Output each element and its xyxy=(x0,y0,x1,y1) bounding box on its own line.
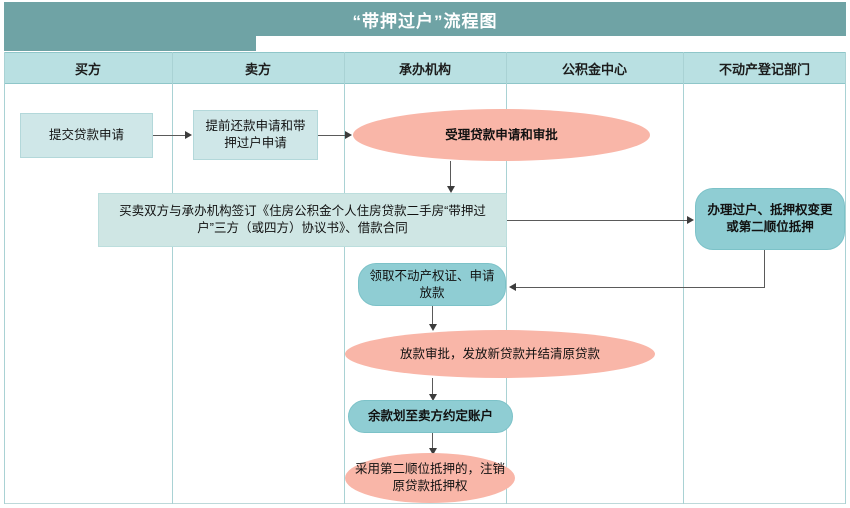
swimlane-header-row: 买方 卖方 承办机构 公积金中心 不动产登记部门 xyxy=(4,52,846,84)
swimlane-left-edge xyxy=(4,52,5,504)
arrowhead-sign-to-registration xyxy=(687,216,694,224)
title-banner-tail xyxy=(4,36,256,51)
connector-registration-down xyxy=(764,250,765,287)
connector-disburse-to-remit xyxy=(432,378,433,397)
connector-accept-to-sign xyxy=(450,161,451,189)
node-prepay-and-transfer[interactable]: 提前还款申请和带押过户申请 xyxy=(193,110,318,160)
arrowhead-collect-to-disburse xyxy=(429,324,437,331)
lane-header-buyer: 买方 xyxy=(74,61,101,77)
connector-collect-to-disburse xyxy=(432,306,433,327)
arrowhead-accept-to-sign xyxy=(447,186,455,193)
node-sign-agreement[interactable]: 买卖双方与承办机构签订《住房公积金个人住房贷款二手房“带押过户”三方（或四方）协… xyxy=(98,193,507,247)
swimlane-divider-2 xyxy=(344,52,345,504)
swimlane-divider-1 xyxy=(172,52,173,504)
arrowhead-registration-to-collect xyxy=(509,283,516,291)
title-banner: “带押过户”流程图 xyxy=(4,2,846,36)
connector-prepay-to-accept xyxy=(318,135,345,136)
swimlane-right-edge xyxy=(845,52,846,504)
arrowhead-prepay-to-accept xyxy=(345,131,352,139)
lane-header-registry: 不动产登记部门 xyxy=(718,61,810,77)
swimlane-body xyxy=(4,84,846,504)
node-disburse-approval[interactable]: 放款审批，发放新贷款并结清原贷款 xyxy=(345,330,655,378)
node-loan-application[interactable]: 提交贷款申请 xyxy=(20,113,153,158)
node-collect-certificate[interactable]: 领取不动产权证、申请放款 xyxy=(358,263,506,306)
arrowhead-remit-to-cancel xyxy=(429,448,437,455)
connector-sign-to-registration xyxy=(507,220,687,221)
node-accept-and-approve[interactable]: 受理贷款申请和审批 xyxy=(353,109,650,161)
connector-registration-to-collect xyxy=(516,287,765,288)
page-title: “带押过户”流程图 xyxy=(352,11,498,31)
connector-remit-to-cancel xyxy=(432,433,433,451)
arrowhead-disburse-to-remit xyxy=(429,394,437,401)
swimlane-divider-3 xyxy=(506,52,507,504)
connector-loan-to-prepay xyxy=(153,135,185,136)
arrowhead-loan-to-prepay xyxy=(185,131,192,139)
node-remit-balance[interactable]: 余款划至卖方约定账户 xyxy=(348,400,513,433)
lane-header-fund-center: 公积金中心 xyxy=(561,61,627,77)
lane-header-seller: 卖方 xyxy=(244,61,271,77)
node-cancel-mortgage[interactable]: 采用第二顺位抵押的，注销原贷款抵押权 xyxy=(345,453,515,503)
lane-header-agency: 承办机构 xyxy=(398,61,451,77)
node-registration[interactable]: 办理过户、抵押权变更或第二顺位抵押 xyxy=(695,188,845,250)
swimlane-divider-4 xyxy=(683,52,684,504)
